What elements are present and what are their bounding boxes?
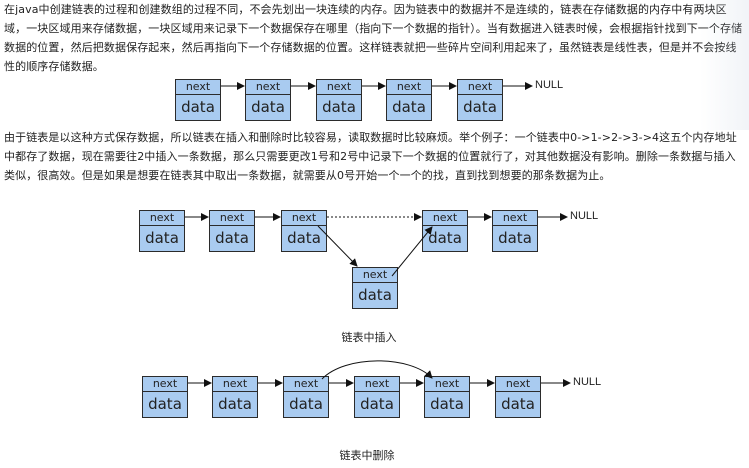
node-next-field: next [425, 377, 469, 392]
insert-out-arrow [391, 226, 433, 277]
node-next-field: next [246, 80, 290, 95]
node-next-field: next [387, 80, 431, 95]
node-next-field: next [213, 377, 257, 392]
node-data-field: data [322, 98, 356, 116]
deleted-node: next data [354, 376, 400, 418]
list-node: next data [495, 376, 541, 418]
insert-caption: 链表中插入 [341, 331, 397, 344]
node-data-field: data [430, 395, 464, 413]
insert-in-arrow [317, 225, 358, 267]
node-data-field: data [148, 395, 182, 413]
node-next-field: next [176, 80, 220, 95]
node-data-field: data [463, 98, 497, 116]
list-node: next data [212, 376, 258, 418]
node-data-field: data [251, 98, 285, 116]
node-data-field: data [181, 98, 215, 116]
node-data-field: data [289, 395, 323, 413]
node-next-field: next [284, 377, 328, 392]
null-terminator: NULL [573, 376, 602, 388]
watermark [700, 0, 749, 130]
node-next-field: next [143, 377, 187, 392]
null-terminator: NULL [570, 210, 599, 222]
node-data-field: data [287, 229, 321, 247]
list-node: next data [386, 79, 432, 121]
node-next-field: next [423, 211, 467, 226]
node-data-field: data [428, 229, 462, 247]
node-next-field: next [493, 211, 537, 226]
explanation-paragraph: 由于链表是以这种方式保存数据，所以链表在插入和删除时比较容易，读取数据时比较麻烦… [4, 131, 737, 182]
node-data-field: data [498, 229, 532, 247]
list-node: next data [209, 210, 255, 252]
node-data-field: data [145, 229, 179, 247]
list-node: next data [424, 376, 470, 418]
list-node: next data [457, 79, 503, 121]
list-node: next data [245, 79, 291, 121]
node-next-field: next [210, 211, 254, 226]
node-data-field: data [392, 98, 426, 116]
node-data-field: data [358, 286, 392, 304]
node-next-field: next [317, 80, 361, 95]
list-node: next data [175, 79, 221, 121]
node-next-field: next [458, 80, 502, 95]
skip-pointer-arrow [321, 360, 433, 380]
inserted-node: next data [352, 267, 398, 309]
node-data-field: data [215, 229, 249, 247]
list-node: next data [283, 376, 329, 418]
list-node: next data [281, 210, 327, 252]
intro-paragraph: 在java中创建链表的过程和创建数组的过程不同，不会先划出一块连续的内存。因为链… [4, 3, 743, 73]
node-data-field: data [360, 395, 394, 413]
node-next-field: next [140, 211, 184, 226]
list-node: next data [492, 210, 538, 252]
list-node: next data [142, 376, 188, 418]
node-data-field: data [218, 395, 252, 413]
list-node: next data [139, 210, 185, 252]
node-next-field: next [282, 211, 326, 226]
delete-caption: 链表中删除 [339, 449, 395, 462]
node-next-field: next [353, 268, 397, 283]
node-next-field: next [355, 377, 399, 392]
list-node: next data [316, 79, 362, 121]
node-next-field: next [496, 377, 540, 392]
node-data-field: data [501, 395, 535, 413]
null-terminator: NULL [535, 79, 564, 91]
